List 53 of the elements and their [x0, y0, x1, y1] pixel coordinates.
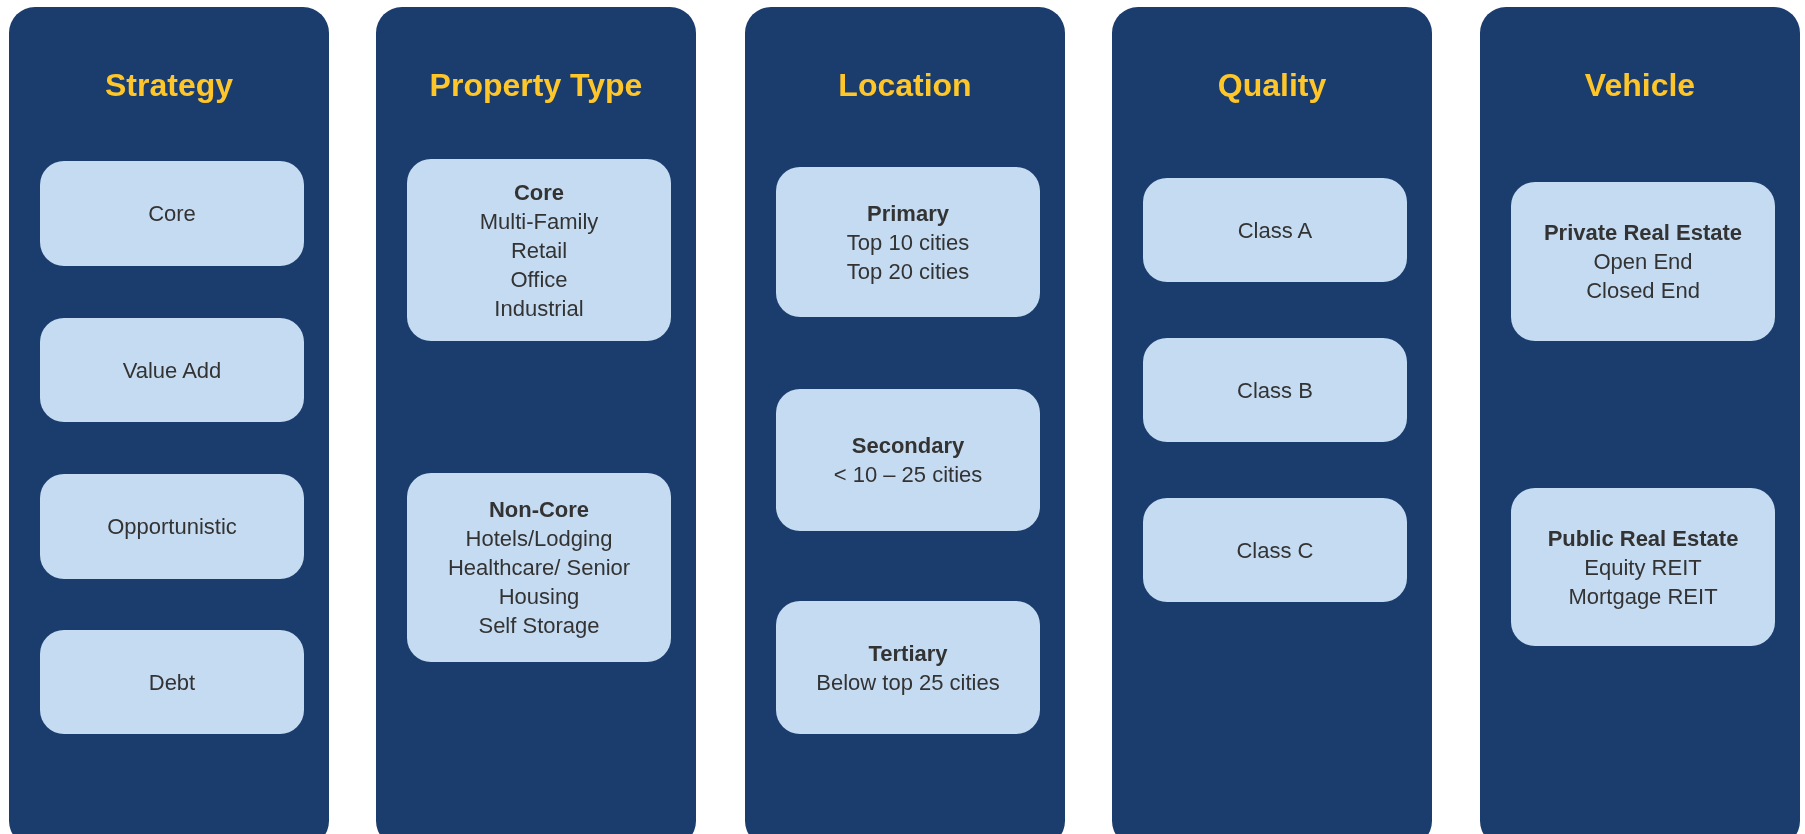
category-item: Hotels/Lodging [464, 525, 614, 553]
category-item: Equity REIT [1583, 553, 1703, 582]
category-heading: Primary [866, 199, 950, 228]
category-heading: Non-Core [487, 496, 591, 524]
category-box [40, 630, 304, 734]
category-item: Mortgage REIT [1567, 582, 1719, 611]
category-item: Healthcare/ Senior Housing [446, 554, 632, 611]
category-box [40, 318, 304, 422]
category-item: Industrial [493, 294, 585, 323]
category-heading: Secondary [850, 432, 966, 460]
category-box [776, 167, 1040, 317]
category-box [1143, 338, 1407, 442]
category-heading: Tertiary [867, 639, 949, 668]
category-box [1511, 488, 1775, 646]
category-box [1143, 178, 1407, 282]
column-heading: Vehicle [1583, 66, 1697, 105]
category-box [1511, 182, 1775, 341]
column-panel [1112, 7, 1432, 834]
category-item: Top 20 cities [845, 257, 971, 286]
column-panel [1480, 7, 1800, 834]
category-item: Multi-Family [478, 207, 600, 236]
category-heading: Public Real Estate [1546, 524, 1740, 553]
category-box [407, 159, 671, 341]
category-label: Debt [147, 668, 197, 697]
category-item: Open End [1592, 248, 1694, 276]
category-box [776, 601, 1040, 734]
category-item: Self Storage [477, 612, 601, 640]
column-heading: Quality [1216, 66, 1328, 105]
column-panel [745, 7, 1065, 834]
category-label: Class A [1236, 216, 1314, 245]
category-item: Retail [509, 236, 569, 265]
category-heading: Core [512, 178, 566, 207]
category-box [40, 474, 304, 579]
category-item: < 10 – 25 cities [832, 461, 984, 489]
category-box [776, 389, 1040, 531]
category-label: Class B [1236, 376, 1314, 405]
category-item: Closed End [1585, 277, 1701, 305]
category-label: Core [147, 200, 197, 228]
column-panel [9, 7, 329, 834]
column-heading: Location [837, 66, 973, 105]
column-panel [376, 7, 696, 834]
category-item: Top 10 cities [845, 228, 971, 257]
category-box [407, 473, 671, 662]
category-label: Value Add [121, 356, 223, 385]
column-heading: Strategy [103, 66, 234, 105]
category-label: Opportunistic [106, 513, 238, 541]
category-box [1143, 498, 1407, 602]
category-item: Below top 25 cities [815, 668, 1001, 697]
category-item: Office [509, 265, 569, 294]
category-label: Class C [1235, 536, 1315, 565]
column-heading: Property Type [428, 66, 644, 105]
category-heading: Private Real Estate [1543, 219, 1743, 247]
category-box [40, 161, 304, 266]
